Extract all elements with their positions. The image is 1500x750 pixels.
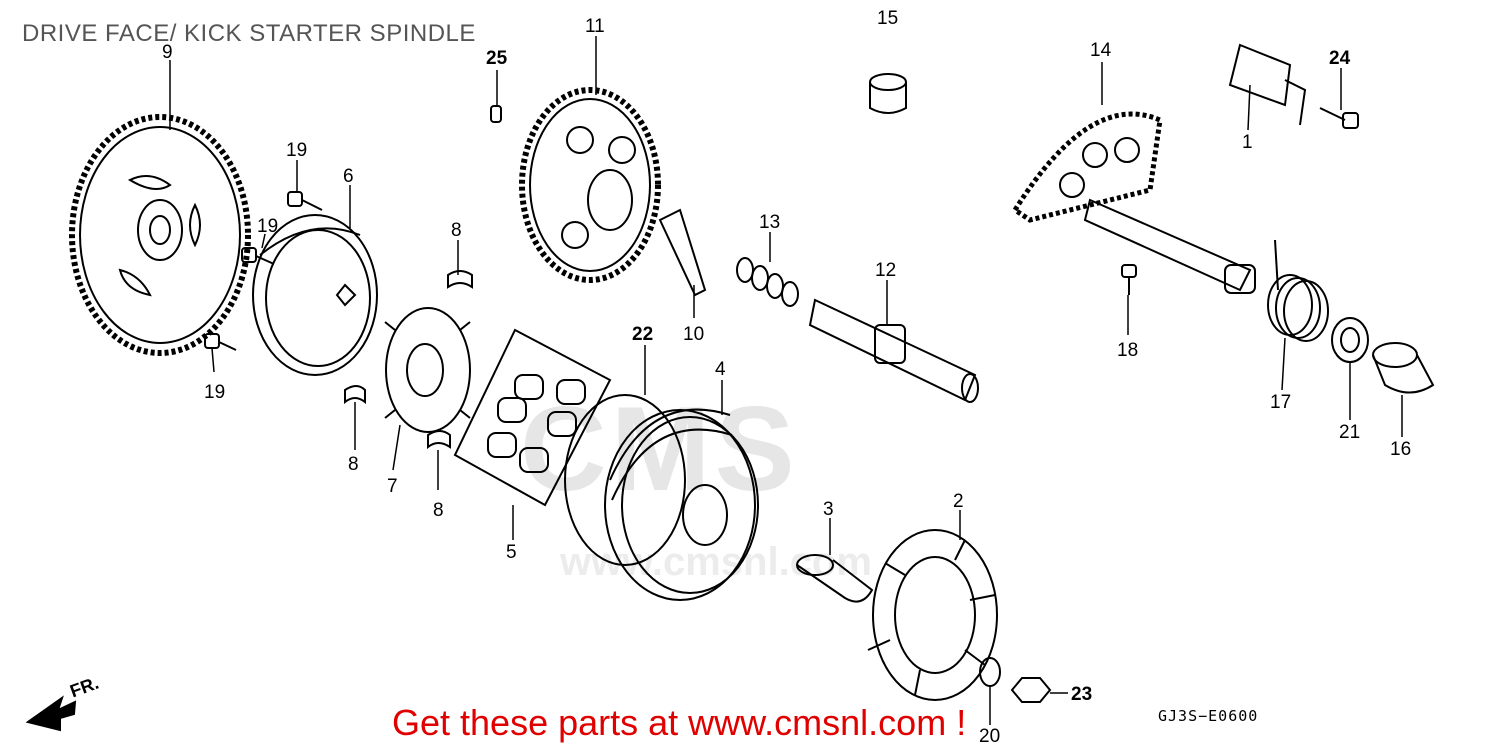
callout-8b: 8 — [348, 454, 359, 475]
callout-17: 17 — [1270, 392, 1291, 413]
callout-22: 22 — [632, 324, 653, 345]
callout-19b: 19 — [257, 216, 278, 237]
callout-14: 14 — [1090, 40, 1112, 61]
part-22-o-ring — [564, 394, 686, 566]
part-2-drive-face — [867, 529, 998, 701]
callout-25: 25 — [486, 48, 508, 69]
callout-23: 23 — [1071, 684, 1092, 705]
part-4-pulley — [604, 408, 759, 601]
callout-21: 21 — [1339, 422, 1360, 443]
callout-7: 7 — [387, 476, 398, 497]
part-13-spring — [736, 257, 799, 307]
callout-10: 10 — [683, 324, 704, 345]
part-16-collar — [1372, 342, 1435, 394]
part-14-kick-spindle — [1011, 111, 1256, 294]
part-21-washer — [1331, 317, 1369, 363]
part-11-starter-gear — [519, 87, 661, 283]
callout-6: 6 — [343, 166, 354, 187]
callout-20: 20 — [979, 726, 1000, 747]
part-5-roller-set — [453, 328, 612, 507]
part-12-shaft — [808, 298, 979, 403]
part-18-bolt — [1121, 264, 1137, 295]
part-3-sleeve — [796, 554, 874, 603]
callout-1: 1 — [1242, 132, 1253, 153]
part-25-pin — [490, 105, 502, 123]
part-6-drum — [252, 214, 378, 376]
callout-5: 5 — [506, 542, 517, 563]
callout-16: 16 — [1390, 439, 1411, 460]
callout-18: 18 — [1117, 340, 1138, 361]
direction-arrow-icon — [25, 695, 77, 732]
callout-2: 2 — [953, 491, 964, 512]
part-15-bushing — [869, 73, 907, 114]
leader-lines — [169, 36, 1403, 725]
part-1-plate — [1228, 43, 1307, 126]
part-23-nut — [1010, 677, 1052, 703]
part-9-ring-gear — [69, 114, 251, 356]
callout-13: 13 — [759, 212, 780, 233]
callout-15: 15 — [877, 8, 898, 29]
part-24-bolt — [1319, 107, 1359, 129]
callout-12: 12 — [875, 260, 896, 281]
part-10-spring-clip — [658, 208, 707, 297]
part-20-washer — [979, 657, 1001, 687]
callout-11: 11 — [585, 16, 605, 37]
callout-4: 4 — [715, 359, 726, 380]
callout-3: 3 — [823, 499, 834, 520]
callout-19a: 19 — [286, 140, 307, 161]
part-17-torsion-spring — [1267, 239, 1329, 342]
diagram-title: DRIVE FACE/ KICK STARTER SPINDLE — [22, 20, 476, 47]
promo-link[interactable]: Get these parts at www.cmsnl.com ! — [392, 702, 967, 743]
callout-8c: 8 — [433, 500, 444, 521]
part-8-clips — [344, 270, 473, 450]
diagram-code: GJ3S−E0600 — [1158, 707, 1259, 725]
callout-8a: 8 — [451, 220, 462, 241]
part-7-ramp-plate — [384, 307, 471, 433]
callout-19c: 19 — [204, 382, 225, 403]
callout-9: 9 — [162, 42, 173, 63]
callout-24: 24 — [1329, 48, 1351, 69]
